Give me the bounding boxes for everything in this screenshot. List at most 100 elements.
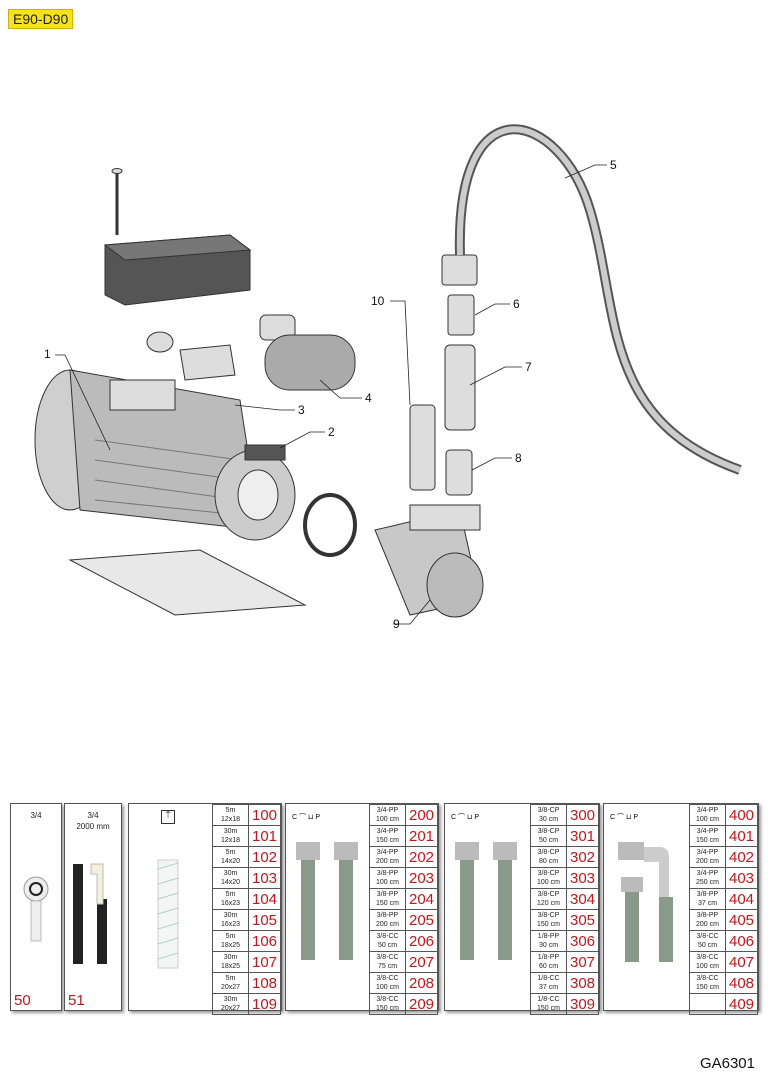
fittings bbox=[409, 254, 478, 496]
description-line: 60 cm bbox=[538, 963, 559, 970]
callout-2: 2 bbox=[328, 425, 335, 439]
elbow-braided-hose-image bbox=[618, 842, 673, 962]
exploded-pump-diagram bbox=[34, 124, 742, 625]
part-number: 104 bbox=[248, 888, 281, 910]
description-line: 3/4-PP bbox=[376, 828, 399, 835]
callout-4: 4 bbox=[365, 391, 372, 405]
part-number: 108 bbox=[248, 972, 281, 994]
description-line: 5m bbox=[225, 933, 236, 940]
part-number: 402 bbox=[725, 846, 758, 868]
description-line: 3/4-PP bbox=[696, 807, 719, 814]
description-line: 1/8-CC bbox=[537, 996, 560, 1003]
callout-1: 1 bbox=[44, 347, 51, 361]
description-line: 200 cm bbox=[696, 858, 719, 865]
connector-type-icons: C ⌒ ⊔ P bbox=[610, 814, 639, 821]
part-number: 306 bbox=[566, 930, 599, 952]
part-number: 205 bbox=[405, 909, 438, 931]
description-line: 3/4-PP bbox=[376, 807, 399, 814]
leader-lines bbox=[55, 164, 607, 625]
hose bbox=[454, 124, 742, 475]
description-line: 30m bbox=[223, 828, 238, 835]
c-label: C bbox=[610, 814, 616, 821]
description-line: 20x27 bbox=[220, 1005, 241, 1012]
part-number: 207 bbox=[405, 951, 438, 973]
description-line: 50 cm bbox=[697, 942, 718, 949]
p-label: P bbox=[315, 814, 321, 821]
description-line: 1/8-CC bbox=[537, 975, 560, 982]
row-description: 3/4-PP 100 cm bbox=[689, 804, 726, 826]
description-line: 1/8-PP bbox=[537, 954, 560, 961]
part-number: 209 bbox=[405, 993, 438, 1015]
description-line: 5m bbox=[225, 807, 236, 814]
part-number: 107 bbox=[248, 951, 281, 973]
panel-title: 3/4 bbox=[30, 811, 42, 820]
description-line: 150 cm bbox=[696, 837, 719, 844]
part-number: 203 bbox=[405, 867, 438, 889]
part-number: 303 bbox=[566, 867, 599, 889]
food-safe-icon: ⍑ bbox=[161, 810, 175, 824]
description-line: 3/8-CP bbox=[537, 912, 560, 919]
description-line: 30m bbox=[223, 912, 238, 919]
part-number: 409 bbox=[725, 993, 758, 1015]
p-label: P bbox=[474, 814, 480, 821]
description-line: 120 cm bbox=[537, 900, 560, 907]
description-line: 50 cm bbox=[377, 942, 398, 949]
row-description: 1/8-PP 60 cm bbox=[530, 951, 567, 973]
part-number: 200 bbox=[405, 804, 438, 826]
description-line: 100 cm bbox=[696, 816, 719, 823]
clear-hose-image bbox=[157, 859, 179, 969]
elbow-fitting-image bbox=[23, 876, 49, 942]
description-line: 150 cm bbox=[376, 1005, 399, 1012]
part-number: 202 bbox=[405, 846, 438, 868]
description-line: 3/8-CC bbox=[696, 975, 719, 982]
part-number: 300 bbox=[566, 804, 599, 826]
screw bbox=[111, 168, 123, 235]
callout-6: 6 bbox=[513, 297, 520, 311]
part-number: 401 bbox=[725, 825, 758, 847]
description-line: 14x20 bbox=[220, 879, 241, 886]
part-number: 109 bbox=[248, 993, 281, 1015]
cable-gland-and-bracket bbox=[146, 314, 356, 391]
description-line: 3/8-CC bbox=[376, 954, 399, 961]
code-row: 409 bbox=[689, 993, 758, 1015]
part-number: 408 bbox=[725, 972, 758, 994]
